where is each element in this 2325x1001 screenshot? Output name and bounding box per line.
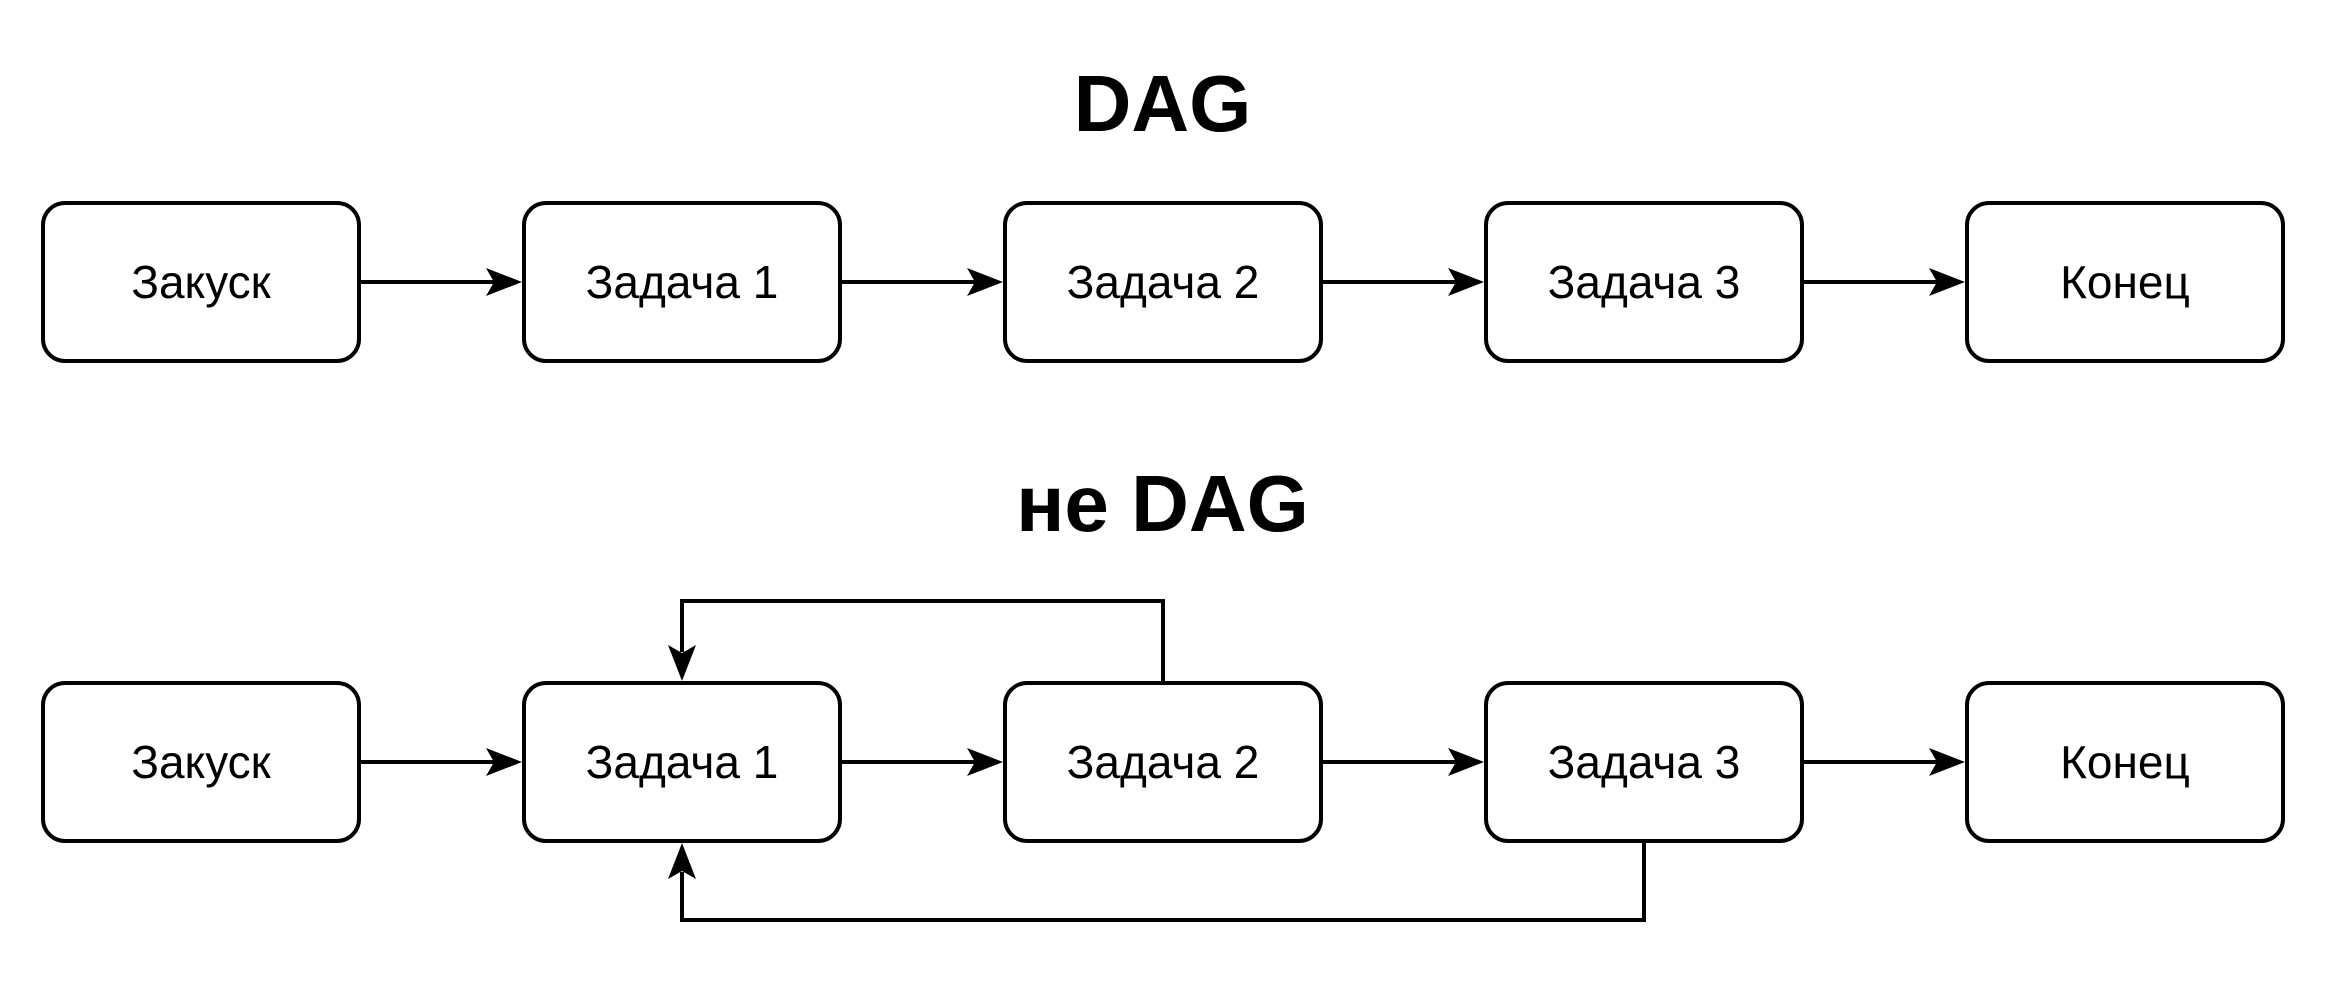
- notdag-backedge-task3-task1: [668, 843, 1646, 922]
- not-dag-title: не DAG: [1016, 459, 1309, 548]
- notdag-edge-task3-konec: [1804, 748, 1965, 776]
- notdag-edge-zakusk-task1: [361, 748, 522, 776]
- arrowhead-up-icon: [668, 843, 696, 879]
- dag-node-konec: Конец: [1965, 201, 2285, 363]
- notdag-edge-task2-task3: [1323, 748, 1484, 776]
- edge-shaft: [680, 843, 1646, 922]
- dag-node-task3: Задача 3: [1484, 201, 1804, 363]
- dag-node-task1: Задача 1: [522, 201, 842, 363]
- arrowhead-right-icon: [486, 748, 522, 776]
- dag-node-task2: Задача 2: [1003, 201, 1323, 363]
- dag-edge-task1-task2: [842, 268, 1003, 296]
- notdag-node-task2: Задача 2: [1003, 681, 1323, 843]
- dag-edge-zakusk-task1: [361, 268, 522, 296]
- notdag-node-zakusk: Закуск: [41, 681, 361, 843]
- arrowhead-down-icon: [668, 645, 696, 681]
- notdag-backedge-task2-task1: [668, 599, 1165, 681]
- arrowhead-right-icon: [1929, 268, 1965, 296]
- dag-edge-task2-task3: [1323, 268, 1484, 296]
- dag-node-zakusk: Закуск: [41, 201, 361, 363]
- notdag-node-task3: Задача 3: [1484, 681, 1804, 843]
- notdag-node-konec: Конец: [1965, 681, 2285, 843]
- arrowhead-right-icon: [1448, 748, 1484, 776]
- notdag-node-task1: Задача 1: [522, 681, 842, 843]
- arrowhead-right-icon: [486, 268, 522, 296]
- arrowhead-right-icon: [1929, 748, 1965, 776]
- dag-title: DAG: [1073, 59, 1252, 148]
- arrowhead-right-icon: [967, 268, 1003, 296]
- arrowhead-right-icon: [1448, 268, 1484, 296]
- notdag-edge-task1-task2: [842, 748, 1003, 776]
- arrowhead-right-icon: [967, 748, 1003, 776]
- edge-shaft: [680, 599, 1165, 681]
- dag-edge-task3-konec: [1804, 268, 1965, 296]
